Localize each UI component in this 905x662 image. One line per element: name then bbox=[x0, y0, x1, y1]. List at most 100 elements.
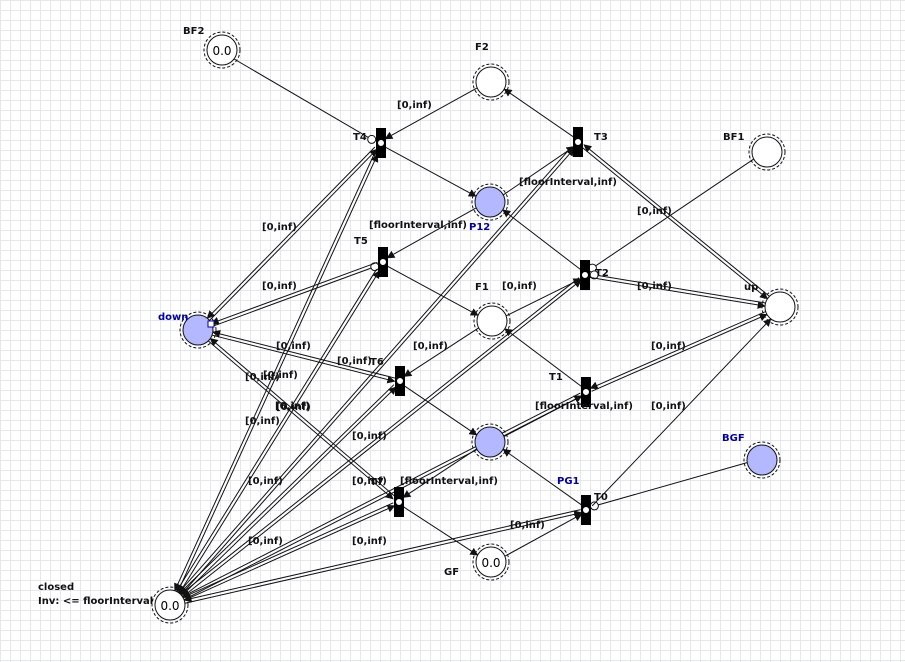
arc-T1-F1[interactable] bbox=[504, 328, 583, 388]
arc-label: [0,inf) bbox=[510, 520, 545, 531]
arc-label-extra: [0,inf) bbox=[248, 536, 283, 547]
arc-F1-T6[interactable] bbox=[403, 327, 479, 377]
transition-label-T4: T4 bbox=[353, 132, 367, 143]
arc-BGF-T0[interactable] bbox=[598, 462, 748, 506]
place-outline-dashed bbox=[203, 31, 241, 69]
place-up[interactable] bbox=[761, 288, 799, 326]
arc-BF2-T4[interactable] bbox=[233, 58, 369, 138]
place-F2[interactable] bbox=[472, 63, 510, 101]
arc-T4-P12[interactable] bbox=[384, 146, 477, 197]
place-BF2[interactable]: 0.0 bbox=[203, 31, 241, 69]
arc-T5-down[interactable] bbox=[210, 261, 378, 325]
arc-up-T3[interactable] bbox=[583, 144, 770, 297]
arc-T3-up[interactable] bbox=[581, 146, 769, 300]
arc-down-T4[interactable] bbox=[209, 148, 378, 321]
place-BF1[interactable] bbox=[748, 133, 786, 171]
transition-label-T2: T2 bbox=[595, 268, 609, 279]
arc-T7-closed[interactable] bbox=[182, 502, 394, 599]
arc-label: [0,inf) bbox=[275, 401, 310, 412]
place-label-P12: P12 bbox=[469, 222, 490, 233]
arc-label: [0,inf) bbox=[413, 341, 448, 352]
arc-down-T5[interactable] bbox=[212, 267, 372, 327]
arc-down-T6[interactable] bbox=[212, 334, 396, 384]
arc-label: [0,inf) bbox=[651, 341, 686, 352]
arc-GF-T0[interactable] bbox=[504, 513, 583, 557]
arc-T0-closed[interactable] bbox=[183, 509, 581, 603]
place-closed[interactable]: 0.0 bbox=[151, 586, 189, 624]
arc-P12-T3[interactable] bbox=[503, 146, 575, 196]
arc-T1-closed[interactable] bbox=[181, 392, 581, 598]
arc-T5-F1[interactable] bbox=[386, 265, 479, 316]
transition-T4[interactable] bbox=[376, 128, 386, 158]
arc-label: [0,inf) bbox=[651, 401, 686, 412]
arc-T1-up[interactable] bbox=[591, 313, 768, 392]
place-label-BF2: BF2 bbox=[183, 26, 204, 37]
place-circle bbox=[154, 589, 186, 621]
arc-label: [0,inf) bbox=[352, 536, 387, 547]
place-circle bbox=[751, 136, 783, 168]
arc-closed-T3[interactable] bbox=[180, 148, 575, 596]
arc-F2-T4[interactable] bbox=[384, 87, 478, 140]
arc-T4-closed[interactable] bbox=[174, 153, 375, 592]
arc-T7-GF[interactable] bbox=[402, 506, 479, 556]
transition-label-T5: T5 bbox=[354, 236, 368, 247]
arc-T5-closed[interactable] bbox=[176, 268, 378, 593]
arc-P12-T5[interactable] bbox=[386, 207, 477, 259]
place-PG1[interactable] bbox=[471, 423, 509, 461]
transition-T7[interactable] bbox=[394, 487, 404, 517]
place-tokens: 0.0 bbox=[481, 556, 500, 570]
arcs-layer bbox=[174, 58, 772, 604]
urgent-dot-icon bbox=[395, 498, 403, 506]
place-F1[interactable] bbox=[473, 302, 511, 340]
arc-T2-P12[interactable] bbox=[502, 209, 582, 271]
transition-T3[interactable] bbox=[573, 127, 583, 157]
arc-T6-closed[interactable] bbox=[179, 384, 395, 594]
place-P12[interactable] bbox=[471, 183, 509, 221]
arc-T6-PG1[interactable] bbox=[403, 385, 478, 436]
place-label-down: down bbox=[158, 312, 188, 323]
arc-closed-T2[interactable] bbox=[182, 279, 582, 598]
arc-T6-down[interactable] bbox=[212, 329, 396, 379]
transition-T6[interactable] bbox=[395, 366, 405, 396]
place-outline-dashed bbox=[471, 423, 509, 461]
place-circle bbox=[746, 444, 778, 476]
urgent-dot-icon bbox=[582, 506, 590, 514]
arc-closed-T5[interactable] bbox=[178, 270, 380, 594]
arc-F1-T2[interactable] bbox=[505, 278, 582, 317]
arc-up-T2[interactable] bbox=[598, 275, 766, 304]
transition-T5[interactable] bbox=[378, 247, 388, 277]
transition-label-T0: T0 bbox=[594, 492, 608, 503]
arc-down-T7[interactable] bbox=[208, 340, 394, 500]
arc-T0-PG1[interactable] bbox=[502, 448, 583, 506]
arc-closed-T7[interactable] bbox=[184, 505, 396, 601]
arc-T3-closed[interactable] bbox=[178, 146, 573, 594]
transition-T0[interactable] bbox=[581, 495, 591, 525]
arc-T2-up[interactable] bbox=[589, 276, 766, 309]
place-circle bbox=[475, 546, 507, 578]
arc-up-T1[interactable] bbox=[589, 311, 766, 390]
place-label-PG1: PG1 bbox=[557, 476, 580, 487]
place-BGF[interactable] bbox=[743, 441, 781, 479]
arc-T0-up[interactable] bbox=[591, 318, 772, 507]
arc-closed-T4[interactable] bbox=[177, 153, 379, 593]
arc-closed-T0[interactable] bbox=[184, 510, 583, 604]
urgent-dot-icon bbox=[377, 139, 385, 147]
arc-BF1-T2[interactable] bbox=[595, 158, 754, 267]
arc-closed-T6[interactable] bbox=[181, 386, 397, 597]
arc-label: [floorInterval,inf) bbox=[519, 177, 617, 188]
place-circle bbox=[474, 426, 506, 458]
transition-T2[interactable] bbox=[580, 260, 590, 290]
arc-T4-down[interactable] bbox=[206, 146, 376, 319]
transition-T1[interactable] bbox=[581, 377, 591, 407]
arc-PG1-T7[interactable] bbox=[402, 448, 477, 498]
place-down[interactable] bbox=[179, 311, 217, 349]
place-GF[interactable]: 0.0 bbox=[472, 543, 510, 581]
arc-T7-down[interactable] bbox=[209, 337, 396, 497]
place-outline-dashed bbox=[151, 586, 189, 624]
arc-T3-F2[interactable] bbox=[503, 88, 575, 138]
arc-label: [0,inf) bbox=[637, 206, 672, 217]
arc-closed-T1[interactable] bbox=[183, 395, 583, 601]
transition-label-T3: T3 bbox=[594, 132, 608, 143]
